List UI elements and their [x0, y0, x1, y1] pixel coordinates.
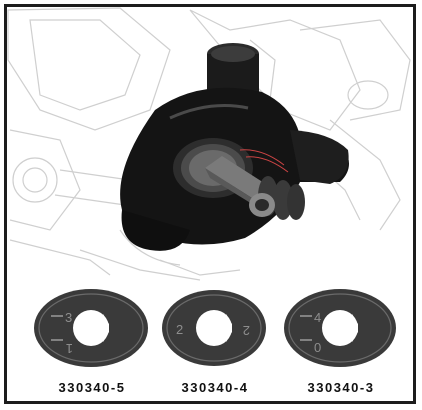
spacer-mark-bottom: 0	[314, 340, 321, 355]
spacer-mark-left: 2	[176, 322, 183, 337]
spacer-mark-top: 4	[314, 310, 321, 325]
spacer-part-330340-3: 4 0	[284, 289, 396, 367]
spacer-part-330340-4: 2 2	[162, 290, 266, 366]
spacer-mark-2: 1	[66, 341, 73, 356]
part-code-label: 330340-3	[307, 380, 375, 395]
spacer-part-330340-5: 3 1	[34, 289, 148, 367]
spacer-mark-right: 2	[243, 323, 250, 338]
axle-stub	[173, 138, 305, 220]
part-code-label: 330340-4	[181, 380, 249, 395]
part-code-label: 330340-5	[58, 380, 126, 395]
spacer-mark-1: 3	[65, 310, 72, 325]
